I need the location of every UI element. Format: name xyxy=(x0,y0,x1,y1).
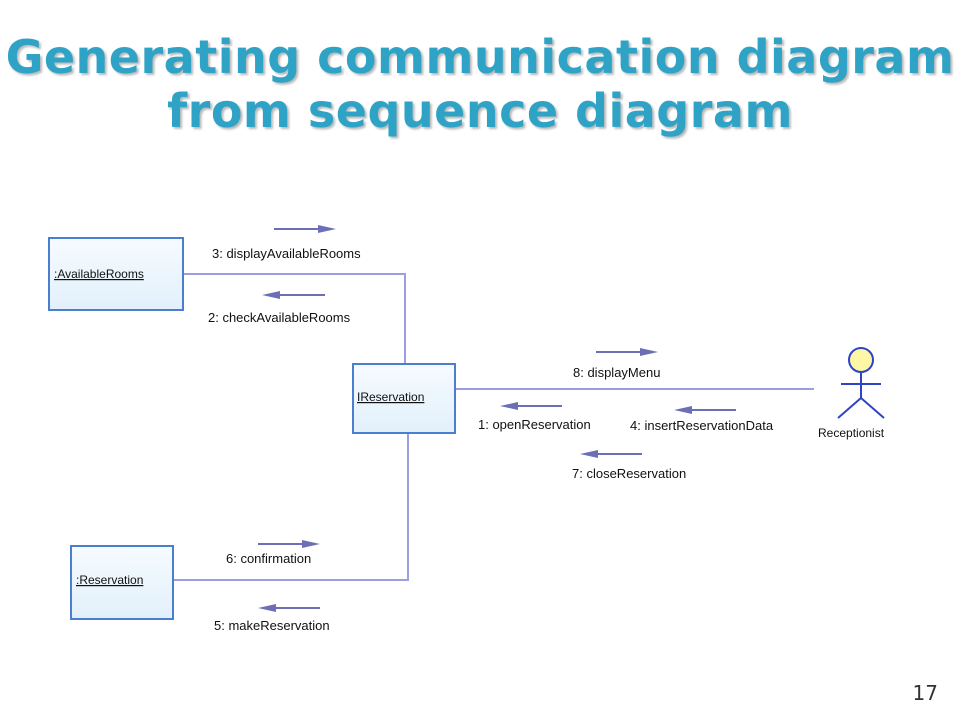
arrow-left-icon xyxy=(258,604,320,612)
message-label-8: 8: displayMenu xyxy=(573,365,660,380)
arrow-left-icon xyxy=(262,291,325,299)
object-ireservation[interactable]: IReservation xyxy=(352,363,456,434)
arrow-left-icon xyxy=(674,406,736,414)
stick-figure-icon xyxy=(837,347,885,419)
arrow-left-icon xyxy=(500,402,562,410)
message-arrows xyxy=(258,225,736,612)
arrow-right-icon xyxy=(258,540,320,548)
object-box xyxy=(48,237,184,311)
page-number: 17 xyxy=(912,681,938,705)
arrow-left-icon xyxy=(580,450,642,458)
message-labels: 3: displayAvailableRooms 2: checkAvailab… xyxy=(208,246,774,633)
object-label: IReservation xyxy=(357,390,424,404)
actor-receptionist[interactable]: Receptionist xyxy=(818,347,885,440)
link-ireservation-reservation xyxy=(173,433,409,581)
object-available-rooms[interactable]: :AvailableRooms xyxy=(48,237,184,311)
actor-label: Receptionist xyxy=(818,426,885,440)
message-label-1: 1: openReservation xyxy=(478,417,591,432)
message-label-3: 3: displayAvailableRooms xyxy=(212,246,361,261)
message-label-5: 5: makeReservation xyxy=(214,618,330,633)
object-box xyxy=(70,545,174,620)
object-label: :AvailableRooms xyxy=(54,267,144,281)
object-reservation[interactable]: :Reservation xyxy=(70,545,174,620)
link-availablerooms-ireservation xyxy=(183,273,406,364)
title-line-1: Generating communication diagram xyxy=(5,30,955,84)
message-label-6: 6: confirmation xyxy=(226,551,311,566)
arrow-right-icon xyxy=(274,225,336,233)
message-label-2: 2: checkAvailableRooms xyxy=(208,310,351,325)
message-label-4: 4: insertReservationData xyxy=(630,418,774,433)
object-label: :Reservation xyxy=(76,573,143,587)
slide-title: Generating communication diagram from se… xyxy=(0,30,960,138)
object-box xyxy=(352,363,456,434)
message-label-7: 7: closeReservation xyxy=(572,466,686,481)
arrow-right-icon xyxy=(596,348,658,356)
links xyxy=(173,273,814,581)
title-line-2: from sequence diagram xyxy=(167,84,793,138)
